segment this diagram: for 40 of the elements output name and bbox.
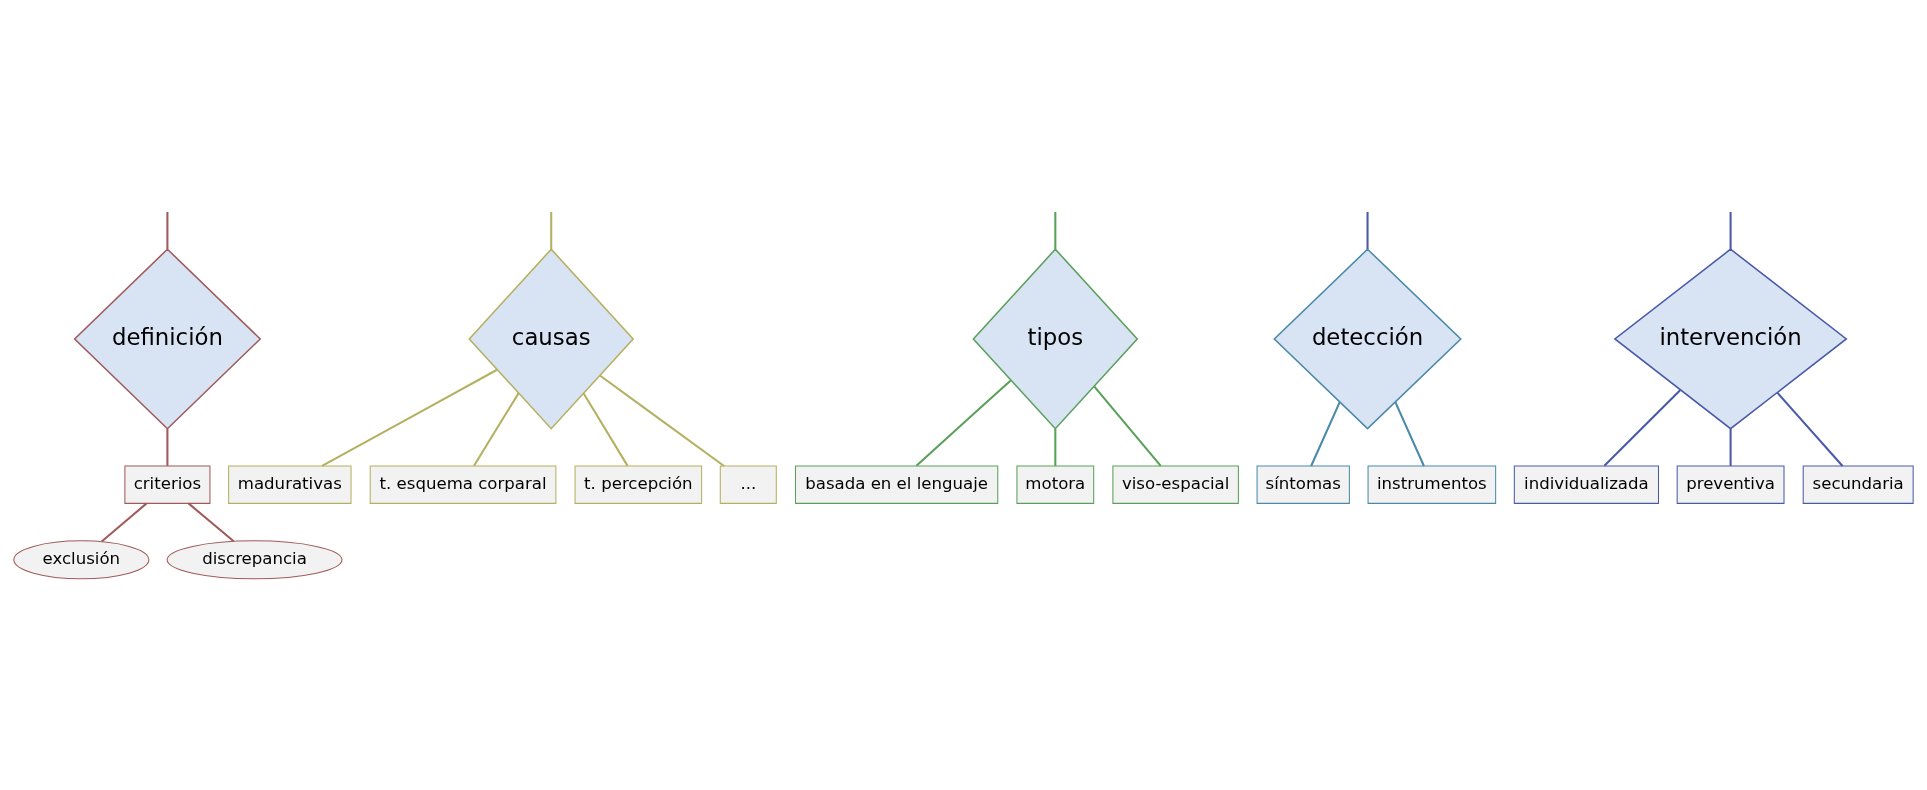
node-box: síntomas bbox=[1256, 465, 1350, 504]
node-diamond: definición bbox=[73, 248, 262, 430]
connector bbox=[582, 392, 629, 467]
node-ellipse: exclusión bbox=[13, 540, 150, 580]
node-box: instrumentos bbox=[1367, 465, 1497, 504]
connector bbox=[1729, 428, 1732, 466]
node-ellipse: discrepancia bbox=[166, 540, 343, 580]
connector bbox=[1729, 212, 1732, 250]
connector bbox=[166, 212, 169, 250]
node-box: t. percepción bbox=[574, 465, 703, 504]
connector bbox=[915, 379, 1012, 467]
connector bbox=[599, 374, 725, 467]
connector bbox=[1776, 392, 1844, 467]
node-diamond: causas bbox=[468, 248, 635, 430]
node-diamond: tipos bbox=[972, 248, 1139, 430]
connector bbox=[1603, 389, 1681, 467]
node-diamond: detección bbox=[1273, 248, 1462, 430]
connector bbox=[473, 392, 520, 467]
node-box: ... bbox=[719, 465, 777, 504]
connector bbox=[187, 502, 235, 543]
connector bbox=[1394, 401, 1425, 467]
node-box: preventiva bbox=[1676, 465, 1785, 504]
node-box: individualizada bbox=[1513, 465, 1659, 504]
node-box: t. esquema corparal bbox=[369, 465, 557, 504]
connector bbox=[550, 212, 553, 250]
node-diamond: intervención bbox=[1613, 248, 1848, 430]
node-box: madurativas bbox=[228, 465, 352, 504]
node-box: criterios bbox=[124, 465, 211, 504]
connector bbox=[101, 502, 148, 543]
node-box: secundaria bbox=[1802, 465, 1914, 504]
connector bbox=[321, 368, 498, 467]
connector bbox=[166, 428, 169, 466]
node-box: viso-espacial bbox=[1112, 465, 1239, 504]
connector bbox=[1093, 385, 1162, 467]
connector bbox=[1310, 401, 1341, 467]
connector bbox=[1054, 428, 1057, 466]
connector bbox=[1054, 212, 1057, 250]
node-box: basada en el lenguaje bbox=[794, 465, 999, 504]
connector bbox=[1366, 212, 1369, 250]
node-box: motora bbox=[1016, 465, 1095, 504]
